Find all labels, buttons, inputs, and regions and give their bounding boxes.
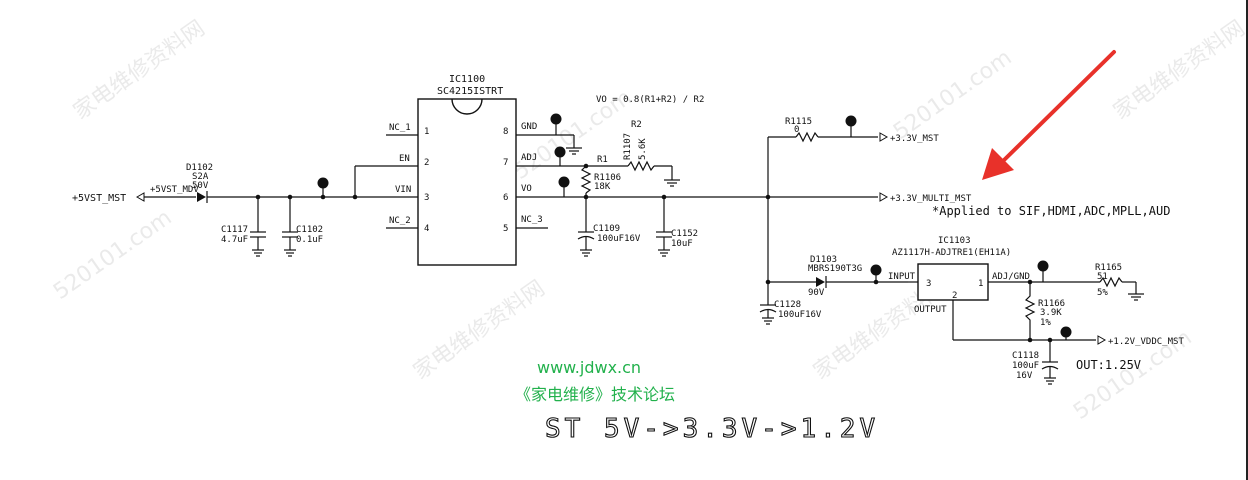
pin-label-en: EN bbox=[399, 154, 410, 164]
ic1103-adj: ADJ/GND bbox=[992, 272, 1030, 282]
d1103-voltage: 90V bbox=[808, 288, 825, 298]
c1118-value: 100uF bbox=[1012, 361, 1039, 371]
r2-label: R2 bbox=[631, 120, 642, 130]
c1102-ref: C1102 bbox=[296, 225, 323, 235]
ic1103-output: OUTPUT bbox=[914, 305, 947, 315]
pin-num-1: 1 bbox=[424, 127, 429, 137]
d1102-value: S2A bbox=[192, 172, 209, 182]
ic1103-ref: IC1103 bbox=[938, 236, 971, 246]
capacitor-c1117: C1117 4.7uF bbox=[221, 197, 266, 257]
resistor-r1106: R1 R1106 18K bbox=[580, 155, 621, 197]
net-label-12-vddc: +1.2V_VDDC_MST bbox=[1108, 337, 1184, 347]
d1103-ref: D1103 bbox=[810, 255, 837, 265]
adj-net: R2 R1107 5.6K bbox=[548, 120, 680, 187]
capacitor-c1109: C1109 100uF16V bbox=[577, 197, 641, 257]
pin-num-8: 8 bbox=[503, 127, 508, 137]
ic1100-part: SC4215ISTRT bbox=[437, 86, 503, 97]
ic1100: IC1100 SC4215ISTRT NC_1 EN VIN NC_2 1 2 … bbox=[386, 74, 548, 266]
r1166-value: 3.9K bbox=[1040, 308, 1062, 318]
pin-label-vin: VIN bbox=[395, 185, 411, 195]
watermark-layer: 家电维修资料网 520101.com 家电维修资料网 520101.com 家电… bbox=[49, 16, 1248, 425]
diode-d1103 bbox=[816, 277, 825, 287]
c1109-value: 100uF16V bbox=[597, 234, 641, 244]
vo-rail: +3.3V_MULTI_MST *Applied to SIF,HDMI,ADC… bbox=[548, 176, 1170, 218]
site-forum: 《家电维修》技术论坛 bbox=[515, 385, 675, 404]
ic1103-input: INPUT bbox=[888, 272, 916, 282]
pin-num-3: 3 bbox=[424, 193, 429, 203]
ic1103-pin1: 1 bbox=[978, 279, 983, 289]
ic1100-ref: IC1100 bbox=[449, 74, 485, 85]
r1115-value: 0 bbox=[794, 125, 799, 135]
c1152-ref: C1152 bbox=[671, 229, 698, 239]
pin-label-gnd: GND bbox=[521, 122, 537, 132]
capacitor-c1102: C1102 0.1uF bbox=[282, 197, 323, 257]
r1115-ref: R1115 bbox=[785, 117, 812, 127]
c1118-voltage: 16V bbox=[1016, 371, 1033, 381]
net-label-33-multi: +3.3V_MULTI_MST bbox=[890, 194, 972, 204]
r1165-tolerance: 5% bbox=[1097, 288, 1108, 298]
c1152-value: 10uF bbox=[671, 239, 693, 249]
out-voltage-note: OUT:1.25V bbox=[1076, 358, 1141, 372]
pin-label-nc1: NC_1 bbox=[389, 123, 411, 133]
pin-label-vo: VO bbox=[521, 184, 532, 194]
c1109-ref: C1109 bbox=[593, 224, 620, 234]
test-point bbox=[317, 177, 329, 189]
c1128-ref: C1128 bbox=[774, 300, 801, 310]
r1107-ref: R1107 bbox=[623, 133, 633, 160]
watermark-text: 家电维修资料网 bbox=[409, 276, 550, 385]
pin-num-4: 4 bbox=[424, 224, 429, 234]
d1103-part: MBRS190T3G bbox=[808, 264, 862, 274]
pin-label-adj: ADJ bbox=[521, 153, 537, 163]
r1106-value: 18K bbox=[594, 182, 611, 192]
pin-label-nc2: NC_2 bbox=[389, 216, 411, 226]
ic1103-pin3: 3 bbox=[926, 279, 931, 289]
r1106-ref: R1106 bbox=[594, 173, 621, 183]
r1166-tolerance: 1% bbox=[1040, 318, 1051, 328]
r1166-ref: R1166 bbox=[1038, 299, 1065, 309]
pin-num-2: 2 bbox=[424, 158, 429, 168]
caption-title: ST 5V->3.3V->1.2V bbox=[545, 414, 879, 444]
site-url: www.jdwx.cn bbox=[537, 358, 641, 377]
watermark-text: 520101.com bbox=[889, 45, 1016, 145]
watermark-text: 家电维修资料网 bbox=[1109, 16, 1248, 125]
input-net-sublabel: +5VST_MDV bbox=[150, 185, 199, 195]
ic1103-pin2: 2 bbox=[952, 291, 957, 301]
pin-num-6: 6 bbox=[503, 193, 508, 203]
r1-label: R1 bbox=[597, 155, 608, 165]
input-port-arrow bbox=[135, 192, 145, 202]
r1107-value: 5.6K bbox=[638, 138, 648, 160]
r1165-ref: R1165 bbox=[1095, 263, 1122, 273]
input-net: +5VST_MST +5VST_MDV D1102 S2A 50V bbox=[72, 163, 386, 204]
d1102-voltage: 50V bbox=[192, 181, 209, 191]
c1128-value: 100uF16V bbox=[778, 310, 822, 320]
watermark-text: 520101.com bbox=[49, 205, 176, 305]
pin-num-5: 5 bbox=[503, 224, 508, 234]
c1102-value: 0.1uF bbox=[296, 235, 323, 245]
capacitor-c1152: C1152 10uF bbox=[656, 197, 698, 257]
formula-text: VO = 0.8(R1+R2) / R2 bbox=[596, 95, 704, 105]
ic1103-part: AZ1117H-ADJTRE1(EH11A) bbox=[892, 248, 1011, 258]
r1165-value: 51 bbox=[1097, 272, 1108, 282]
r1115-branch: +3.3V_MST R1115 0 bbox=[767, 115, 939, 197]
red-arrow bbox=[982, 50, 1116, 180]
c1117-ref: C1117 bbox=[221, 225, 248, 235]
c1117-value: 4.7uF bbox=[221, 235, 248, 245]
pin-num-7: 7 bbox=[503, 158, 508, 168]
d1102-ref: D1102 bbox=[186, 163, 213, 173]
watermark-text: 家电维修资料网 bbox=[69, 16, 210, 125]
input-net-label: +5VST_MST bbox=[72, 193, 126, 204]
gnd-net bbox=[548, 113, 582, 155]
pin-label-nc3: NC_3 bbox=[521, 215, 543, 225]
diode-d1102 bbox=[197, 192, 206, 202]
applied-note: *Applied to SIF,HDMI,ADC,MPLL,AUD bbox=[932, 204, 1170, 218]
c1118-ref: C1118 bbox=[1012, 351, 1039, 361]
ic1103-section: D1103 MBRS190T3G 90V C1128 100uF16V IC11… bbox=[759, 197, 1184, 385]
net-label-33-mst: +3.3V_MST bbox=[890, 134, 939, 144]
